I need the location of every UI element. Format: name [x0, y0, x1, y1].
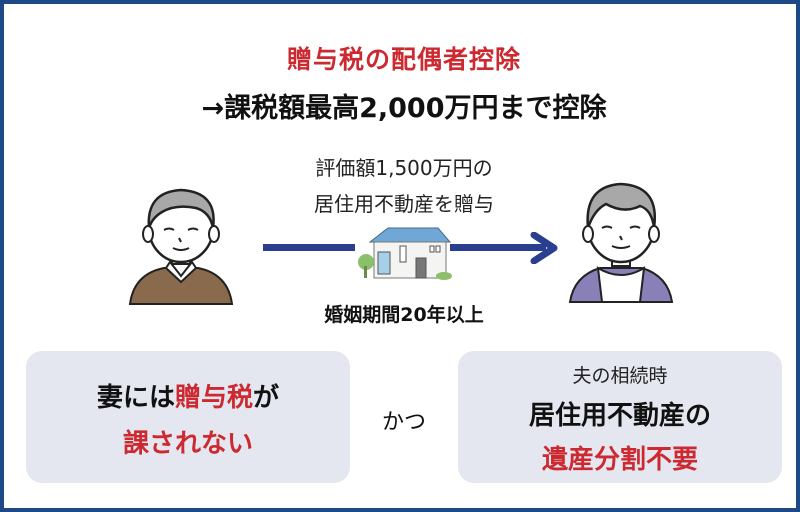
tax-exemption-line2: 課されない [122, 429, 253, 459]
tax-exemption-suffix: が [253, 383, 280, 413]
transfer-arrow-head [450, 232, 558, 264]
gift-description: 評価額1,500万円の 居住用不動産を贈与 [274, 150, 534, 222]
tax-exemption-line1: 妻には贈与税が [26, 377, 350, 414]
page-title: 贈与税の配偶者控除 [286, 45, 521, 74]
inheritance-box: 夫の相続時 居住用不動産の 遺産分割不要 [458, 351, 782, 483]
inheritance-context: 夫の相続時 [572, 365, 668, 387]
connector-text: かつ [381, 410, 426, 435]
gift-description-line2: 居住用不動産を贈与 [314, 192, 494, 216]
tax-exemption-prefix: 妻には [96, 383, 175, 413]
inheritance-line2: 遺産分割不要 [541, 445, 698, 475]
marriage-condition: 婚姻期間20年以上 [324, 304, 484, 326]
tax-exemption-highlight: 贈与税 [174, 383, 253, 413]
elderly-woman-icon [568, 182, 674, 303]
inheritance-line1: 居住用不動産の [528, 401, 711, 431]
transfer-arrow-line [263, 244, 355, 251]
tax-exemption-box: 妻には贈与税が 課されない [26, 351, 350, 483]
page-subtitle: →課税額最高2,000万円まで控除 [201, 93, 607, 124]
house-icon [358, 227, 452, 280]
gift-description-line1: 評価額1,500万円の [315, 156, 493, 180]
elderly-man-icon [128, 188, 234, 305]
